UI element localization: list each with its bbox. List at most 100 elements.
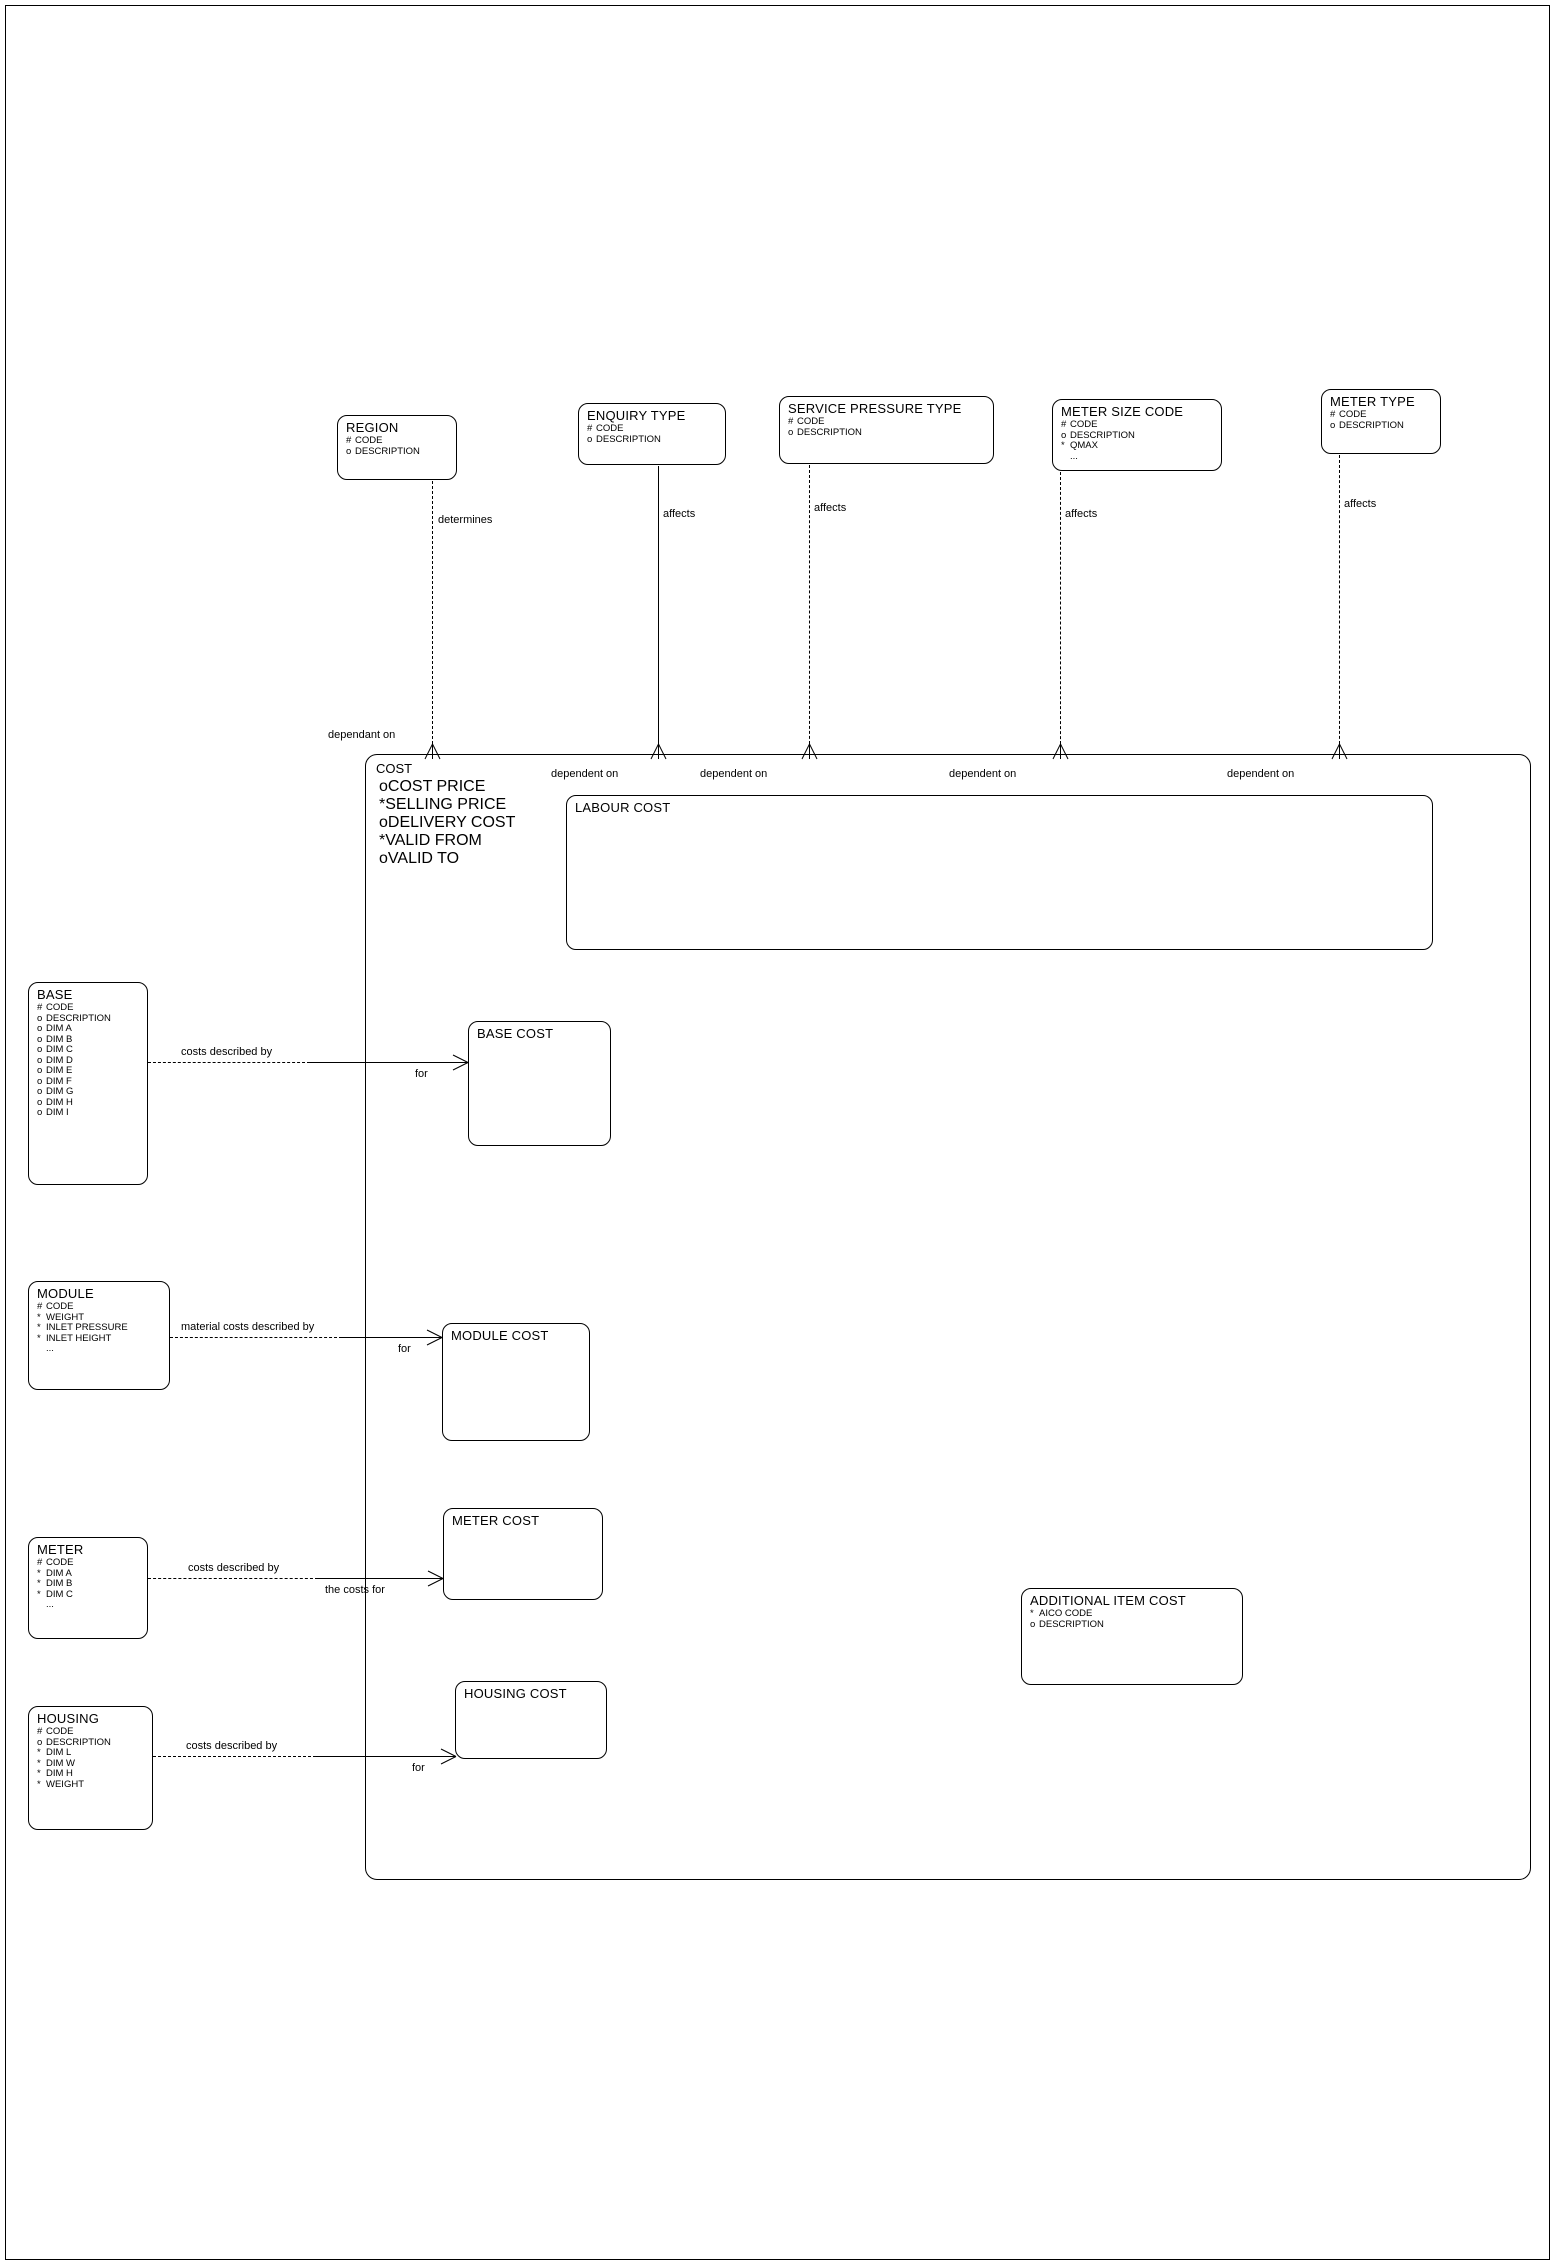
attribute-row: ... — [37, 1599, 141, 1611]
attribute-name: CODE — [46, 1002, 74, 1013]
attribute-name: DIM C — [46, 1588, 73, 1600]
attribute-marker: * — [37, 1588, 41, 1600]
relationship-label-base-to: for — [415, 1068, 428, 1080]
attribute-marker: * — [37, 1778, 41, 1790]
attribute-row: #CODE — [37, 1726, 146, 1738]
entity-base-cost[interactable]: BASE COST — [468, 1021, 611, 1146]
attribute-name: AICO CODE — [1039, 1608, 1093, 1619]
entity-cost[interactable]: COST oCOST PRICE *SELLING PRICE oDELIVER… — [365, 754, 1531, 1880]
attribute-name: DESCRIPTION — [46, 1736, 111, 1748]
attribute-name: QMAX — [1070, 440, 1098, 451]
connector-housing-solid — [316, 1756, 448, 1757]
attribute-name: DIM L — [46, 1747, 72, 1758]
attribute-row: * DIM C — [37, 1588, 141, 1601]
entity-meter-cost[interactable]: METER COST — [443, 1508, 603, 1600]
attribute-name: CODE — [46, 1726, 74, 1737]
attribute-name: CODE — [1339, 409, 1367, 420]
attribute-row: *SELLING PRICE — [379, 796, 515, 814]
attribute-marker: o — [379, 778, 388, 795]
attribute-row: #CODE — [37, 1301, 163, 1313]
attribute-name: DESCRIPTION — [1070, 429, 1135, 441]
connector-region-cost — [432, 481, 433, 759]
attribute-marker: * — [37, 1332, 41, 1344]
entity-title: METER SIZE CODE — [1061, 404, 1184, 419]
attribute-marker: o — [37, 1107, 43, 1118]
entity-title: MODULE — [37, 1286, 94, 1301]
relationship-label-dependent-on-2: dependent on — [700, 768, 768, 780]
attribute-name: DIM I — [46, 1107, 69, 1118]
attribute-marker — [1061, 452, 1070, 463]
attribute-row: ... — [37, 1343, 163, 1355]
attribute-name: DIM W — [46, 1757, 76, 1769]
attribute-marker: * — [1030, 1608, 1034, 1619]
attribute-name: WEIGHT — [46, 1311, 84, 1323]
attribute-name: DIM H — [46, 1768, 73, 1779]
entity-title: METER — [37, 1542, 84, 1557]
attribute-marker: o — [37, 1096, 43, 1108]
relationship-label-affects-metersize: affects — [1065, 508, 1098, 520]
attribute-marker: * — [37, 1322, 41, 1333]
attribute-marker: * — [1061, 440, 1065, 451]
attribute-marker: # — [37, 1557, 43, 1568]
entity-title: HOUSING COST — [464, 1686, 567, 1701]
attribute-name: DIM D — [46, 1054, 73, 1066]
page-border — [5, 5, 1550, 2260]
entity-title: ADDITIONAL ITEM COST — [1030, 1593, 1186, 1608]
attribute-marker: o — [37, 1044, 43, 1055]
attribute-row: #CODE — [587, 423, 719, 435]
crowsfoot-base-cost — [452, 1054, 469, 1071]
entity-module-cost[interactable]: MODULE COST — [442, 1323, 590, 1441]
entity-title: MODULE COST — [451, 1328, 549, 1343]
attribute-name: DESCRIPTION — [355, 445, 420, 457]
attribute-row: * DIM W — [37, 1757, 146, 1770]
attribute-name: DESCRIPTION — [1039, 1618, 1104, 1630]
attribute-marker: * — [379, 832, 386, 849]
relationship-label-housing-from: costs described by — [186, 1740, 278, 1752]
relationship-label-base-from: costs described by — [181, 1046, 273, 1058]
entity-labour-cost[interactable]: LABOUR COST — [566, 795, 1433, 950]
entity-title: BASE — [37, 987, 73, 1002]
attribute-row: #CODE — [37, 1002, 141, 1014]
attribute-row: *INLET PRESSURE — [37, 1322, 163, 1334]
connector-metersize-cost — [1060, 472, 1061, 759]
entity-title: REGION — [346, 420, 399, 435]
attribute-name: DELIVERY COST — [387, 814, 516, 831]
attribute-list: #CODE * WEIGHT *INLET PRESSURE * INLET HEI… — [37, 1301, 163, 1355]
connector-module-solid — [342, 1337, 434, 1338]
attribute-name: CODE — [596, 423, 624, 434]
attribute-row: *DIM B — [37, 1578, 141, 1590]
entity-module[interactable]: MODULE #CODE * WEIGHT *INLET PRESSURE * IN… — [28, 1281, 170, 1390]
attribute-marker: # — [1330, 409, 1336, 420]
attribute-name: INLET HEIGHT — [46, 1332, 112, 1344]
attribute-row: oDELIVERY COST — [379, 814, 515, 832]
attribute-name: VALID FROM — [385, 832, 482, 849]
crowsfoot-meter-cost — [427, 1570, 444, 1587]
relationship-label-dependant-on: dependant on — [328, 729, 396, 741]
attribute-marker: o — [37, 1033, 43, 1045]
attribute-name: CODE — [797, 416, 825, 427]
entity-housing-cost[interactable]: HOUSING COST — [455, 1681, 607, 1759]
attribute-row: *WEIGHT — [37, 1778, 146, 1791]
attribute-marker: * — [37, 1757, 41, 1769]
crowsfoot-service — [801, 744, 818, 760]
attribute-row: #CODE — [1061, 419, 1215, 431]
crowsfoot-region — [424, 744, 441, 760]
entity-meter[interactable]: METER #CODE *DIM A *DIM B *DIM C ... — [28, 1537, 148, 1639]
attribute-name: ... — [1070, 450, 1078, 462]
